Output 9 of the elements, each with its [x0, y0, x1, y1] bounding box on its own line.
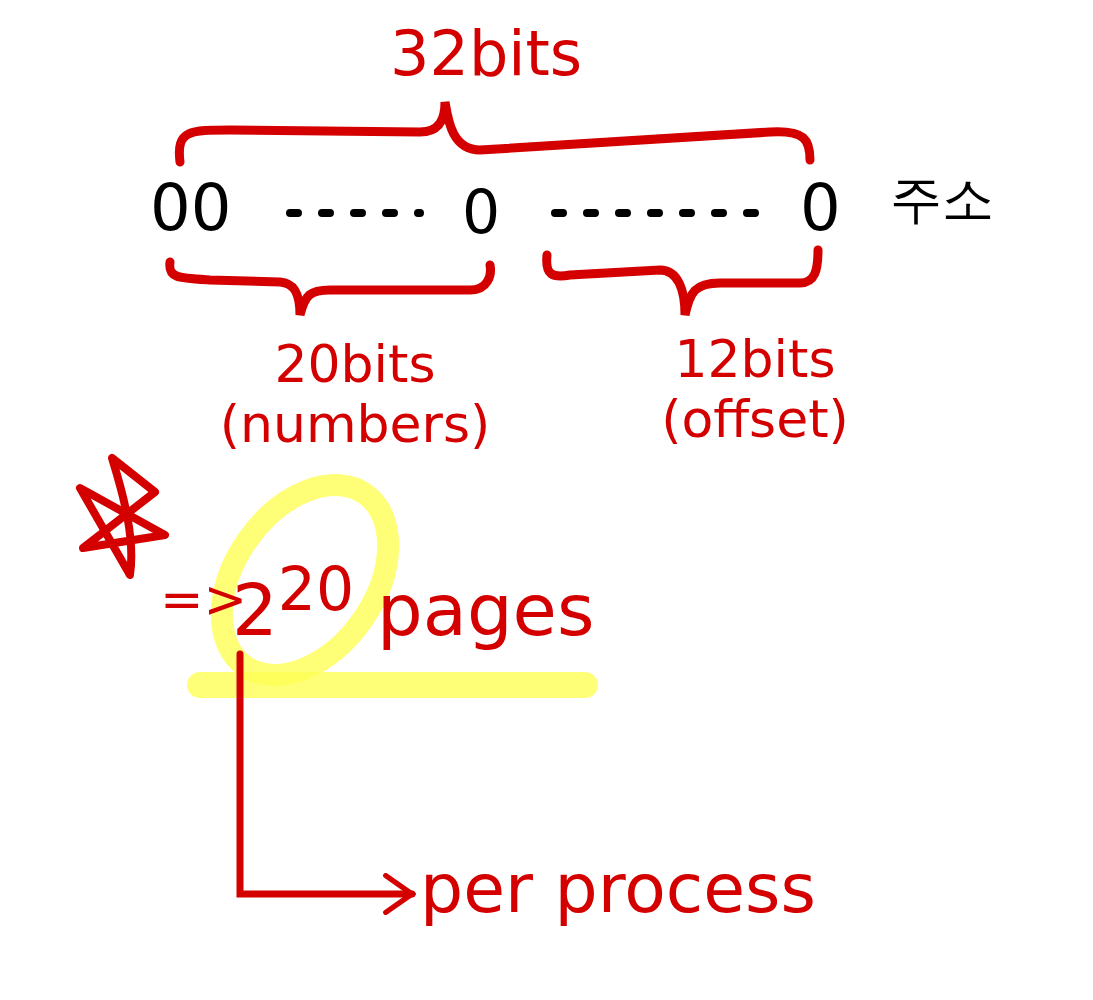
bit-width-label: 20bits (numbers) [218, 335, 492, 455]
address-label: 주소 [890, 170, 994, 230]
bit-digit: 0 [800, 172, 841, 246]
bit-width-label: 32bits [390, 18, 583, 90]
arrow [236, 650, 416, 915]
result-text: per process [420, 850, 816, 929]
bit-width-label: 12bits (offset) [660, 330, 850, 450]
bit-digit: 0 [462, 178, 501, 247]
bit-digits: 00 [150, 172, 232, 246]
